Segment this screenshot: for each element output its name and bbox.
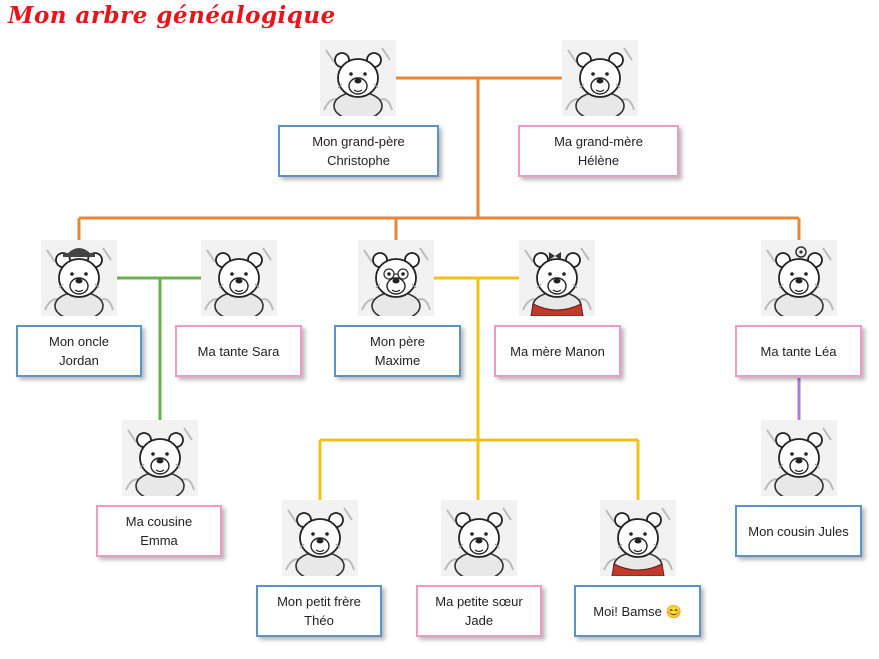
bear-portrait-icon (761, 240, 837, 316)
member-name-label: Moi! Bamse 😊 (574, 585, 701, 637)
parents-connectors (318, 276, 640, 500)
bear-portrait-icon (320, 40, 396, 116)
bear-portrait-icon (358, 240, 434, 316)
member-name-line: Maxime (374, 353, 421, 368)
bear-portrait-icon (441, 500, 517, 576)
member-name-line: Mon grand-père (312, 134, 405, 149)
bear-portrait-icon (600, 500, 676, 576)
bear-portrait-icon (519, 240, 595, 316)
bear-portrait-icon (201, 240, 277, 316)
member-name-line: Ma tante Léa (760, 343, 837, 359)
bear-portrait-icon (41, 240, 117, 316)
member-name-line: Emma (140, 533, 178, 548)
member-name-line: Mon petit frère (277, 594, 361, 609)
member-name-label: Ma tante Léa (735, 325, 862, 377)
member-name-line: Jade (464, 613, 494, 628)
member-name-line: Mon oncle (49, 334, 109, 349)
member-name-label: Ma mère Manon (494, 325, 621, 377)
member-name-label: Mon cousin Jules (735, 505, 862, 557)
member-name-line: Mon père (370, 334, 425, 349)
member-name-line: Ma petite sœur (435, 594, 523, 609)
bear-portrait-icon (562, 40, 638, 116)
member-name-line: Mon cousin Jules (748, 523, 849, 539)
member-name-line: Ma tante Sara (197, 343, 280, 359)
member-name-line: Jordan (59, 353, 99, 368)
bear-portrait-icon (282, 500, 358, 576)
member-name-line: Ma cousine (125, 514, 193, 529)
grandparents-connectors (77, 76, 801, 240)
member-name-label: Ma tante Sara (175, 325, 302, 377)
member-name-line: Christophe (327, 153, 390, 168)
member-name-line: Théo (304, 613, 334, 628)
member-name-line: Ma grand-mère (554, 134, 643, 149)
member-name-line: Moi! Bamse 😊 (593, 603, 682, 619)
bear-portrait-icon (761, 420, 837, 496)
member-name-line: Hélène (577, 153, 620, 168)
member-name-line: Ma mère Manon (510, 343, 605, 359)
uncle-family-connectors (117, 276, 201, 420)
page-title: Mon arbre généalogique (8, 2, 336, 29)
bear-portrait-icon (122, 420, 198, 496)
